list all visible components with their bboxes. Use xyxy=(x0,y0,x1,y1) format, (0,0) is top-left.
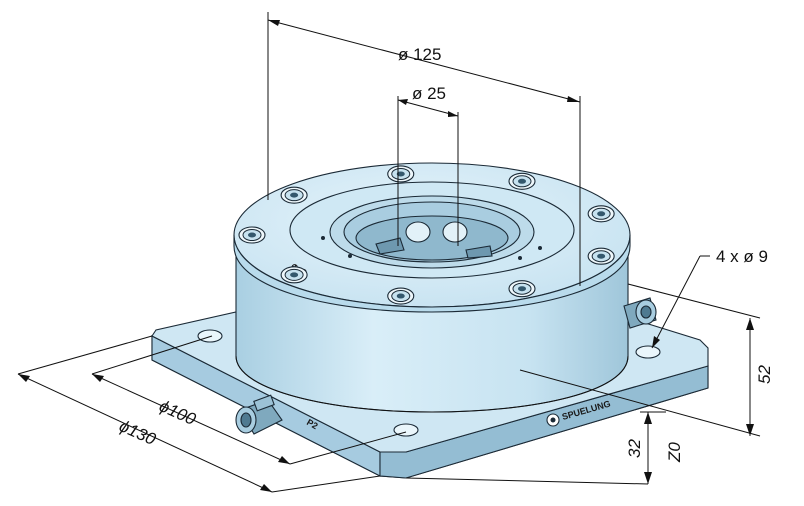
screw-head-icon xyxy=(587,247,615,265)
screw-head-icon xyxy=(387,165,415,183)
screw-head-icon xyxy=(508,172,536,190)
plate-hole-right xyxy=(635,345,661,359)
screw-head-icon xyxy=(280,186,308,204)
dim-holes: 4 x ø 9 xyxy=(716,247,768,266)
dim-base-width: ϕ130 xyxy=(116,416,159,449)
plate-hole-left xyxy=(197,329,223,343)
dim-base-height: 32 xyxy=(625,439,644,458)
fitting-left xyxy=(235,394,283,435)
bore-hole-1 xyxy=(405,221,431,243)
dim-outer-diameter: ø 125 xyxy=(398,45,441,64)
dim-total-height: 52 xyxy=(755,365,774,384)
screw-head-icon xyxy=(508,280,536,298)
screw-head-icon xyxy=(238,226,266,244)
screw-head-icon xyxy=(280,266,308,284)
flange-screws xyxy=(238,165,615,305)
plate-hole-front xyxy=(393,423,419,437)
dim-inner-diameter: ø 25 xyxy=(412,84,446,103)
screw-head-icon xyxy=(387,287,415,305)
cylinder-body: ⊕ ⊗ xyxy=(233,162,631,413)
dimension-lines xyxy=(17,12,761,493)
bore-hole-2 xyxy=(442,221,468,243)
engraving-port-p2: P2 xyxy=(305,417,320,431)
fitting-right xyxy=(623,297,657,329)
dim-zero-ref: Z0 xyxy=(665,442,684,463)
screw-head-icon xyxy=(587,205,615,223)
dim-pitch-circle: ϕ100 xyxy=(156,396,199,429)
